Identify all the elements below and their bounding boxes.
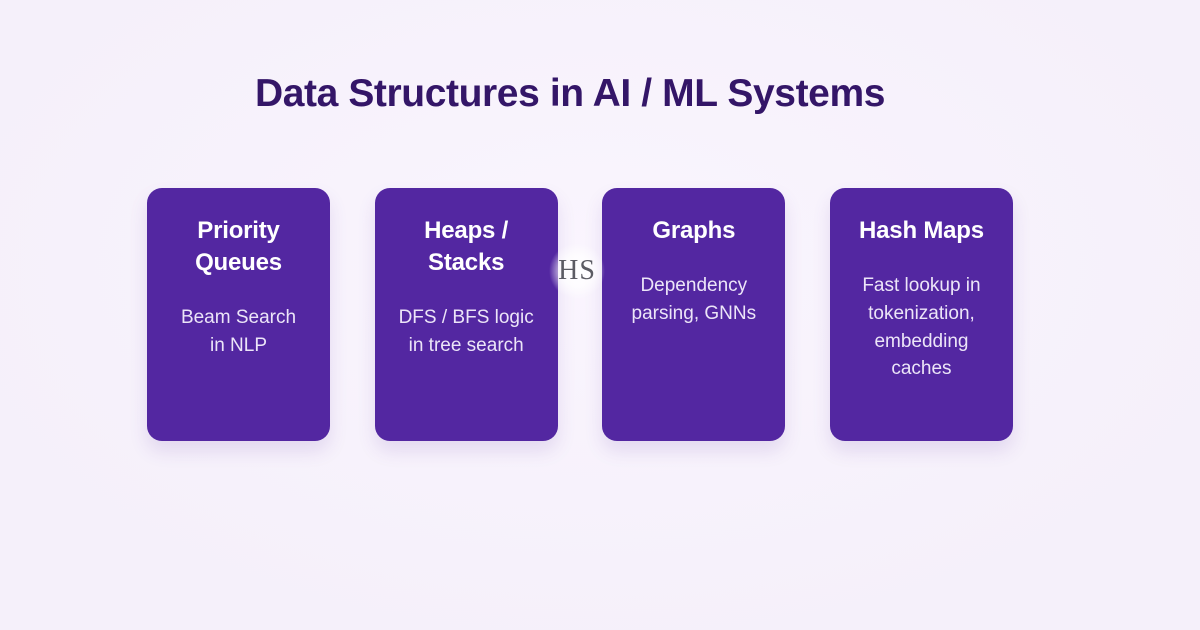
card-hash-maps: Hash Maps Fast lookup in tokenization, e… <box>829 188 1013 441</box>
card-graphs: Graphs Dependency parsing, GNNs <box>602 188 786 441</box>
card-heaps-stacks-body: DFS / BFS logic in tree search <box>398 307 534 357</box>
card-hash-maps-body: Fast lookup in tokenization, embedding c… <box>862 275 981 380</box>
cards-row: Priority Queues Beam Search in NLP Heaps… <box>147 188 1013 441</box>
page-title: Data Structures in AI / ML Systems <box>254 72 886 115</box>
card-priority-queues: Priority Queues Beam Search in NLP <box>147 188 330 441</box>
card-heaps-stacks-title: Heaps / Stacks <box>424 217 509 277</box>
hs-watermark: HS <box>549 243 605 299</box>
card-heaps-stacks: Heaps / Stacks DFS / BFS logic in tree s… <box>374 188 558 441</box>
card-priority-queues-body: Beam Search in NLP <box>180 307 297 357</box>
card-graphs-body: Dependency parsing, GNNs <box>631 275 757 324</box>
card-hash-maps-title: Hash Maps <box>859 217 984 244</box>
card-priority-queues-title: Priority Queues <box>195 217 282 277</box>
card-graphs-title: Graphs <box>652 217 736 244</box>
